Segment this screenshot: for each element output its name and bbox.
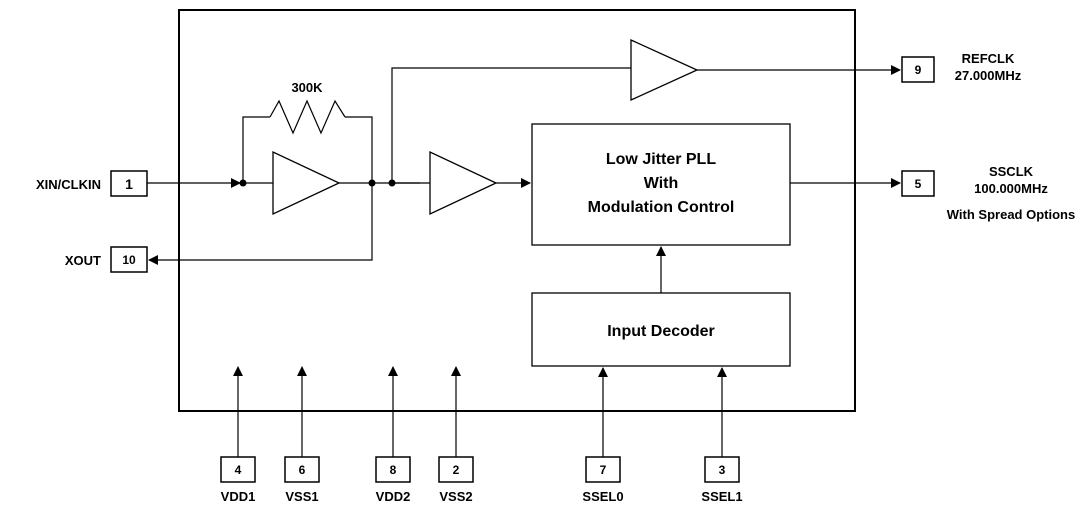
pin-num-7: 7 (600, 463, 607, 477)
pin-name-xout: XOUT (65, 253, 101, 268)
pin-name-vdd2: VDD2 (376, 489, 411, 504)
pin-name-xin: XIN/CLKIN (36, 177, 101, 192)
pin-name-vdd1: VDD1 (221, 489, 256, 504)
resistor-feedback-wire (242, 116, 270, 183)
decoder-label: Input Decoder (607, 323, 715, 340)
pin-num-1: 1 (125, 176, 133, 192)
pll-block (531, 123, 791, 246)
pin-box-4 (220, 456, 256, 483)
pin-box-7 (585, 456, 621, 483)
pin-box-6 (284, 456, 320, 483)
refclk-wire (391, 67, 631, 183)
pin-num-5: 5 (915, 177, 922, 191)
pin-name-ssclk: SSCLK (989, 164, 1034, 179)
pll-label-2: With (644, 175, 679, 192)
pin-box-10 (110, 246, 148, 273)
resistor-300k (269, 99, 346, 135)
xout-wire (148, 183, 373, 265)
pin-box-5 (901, 170, 935, 197)
refclk-freq: 27.000MHz (955, 68, 1022, 83)
pin-name-refclk: REFCLK (962, 51, 1015, 66)
pll-label-3: Modulation Control (588, 199, 735, 216)
pin-num-4: 4 (235, 463, 242, 477)
pin-name-vss1: VSS1 (285, 489, 318, 504)
pin-name-vss2: VSS2 (439, 489, 472, 504)
xtal-amplifier (272, 150, 341, 216)
pin-num-8: 8 (390, 463, 397, 477)
ssclk-freq: 100.000MHz (974, 181, 1048, 196)
pll-input-buffer (429, 150, 498, 216)
pin-num-3: 3 (719, 463, 726, 477)
ssclk-spread-note: With Spread Options (947, 207, 1075, 222)
pin-box-3 (704, 456, 740, 483)
input-decoder-block (531, 292, 791, 367)
pll-label-1: Low Jitter PLL (606, 151, 716, 168)
pin-num-6: 6 (299, 463, 306, 477)
refclk-buffer (630, 38, 699, 102)
resistor-feedback-wire-right (345, 116, 373, 183)
pin-box-8 (375, 456, 411, 483)
pin-num-9: 9 (915, 63, 922, 77)
chip-outline (178, 9, 856, 412)
pin-num-2: 2 (453, 463, 460, 477)
pin-box-1 (110, 170, 148, 197)
pin-name-ssel0: SSEL0 (582, 489, 623, 504)
pin-num-10: 10 (122, 253, 136, 267)
resistor-label: 300K (291, 80, 323, 95)
pin-name-ssel1: SSEL1 (701, 489, 742, 504)
pin-box-2 (438, 456, 474, 483)
pin-box-9 (901, 56, 935, 83)
